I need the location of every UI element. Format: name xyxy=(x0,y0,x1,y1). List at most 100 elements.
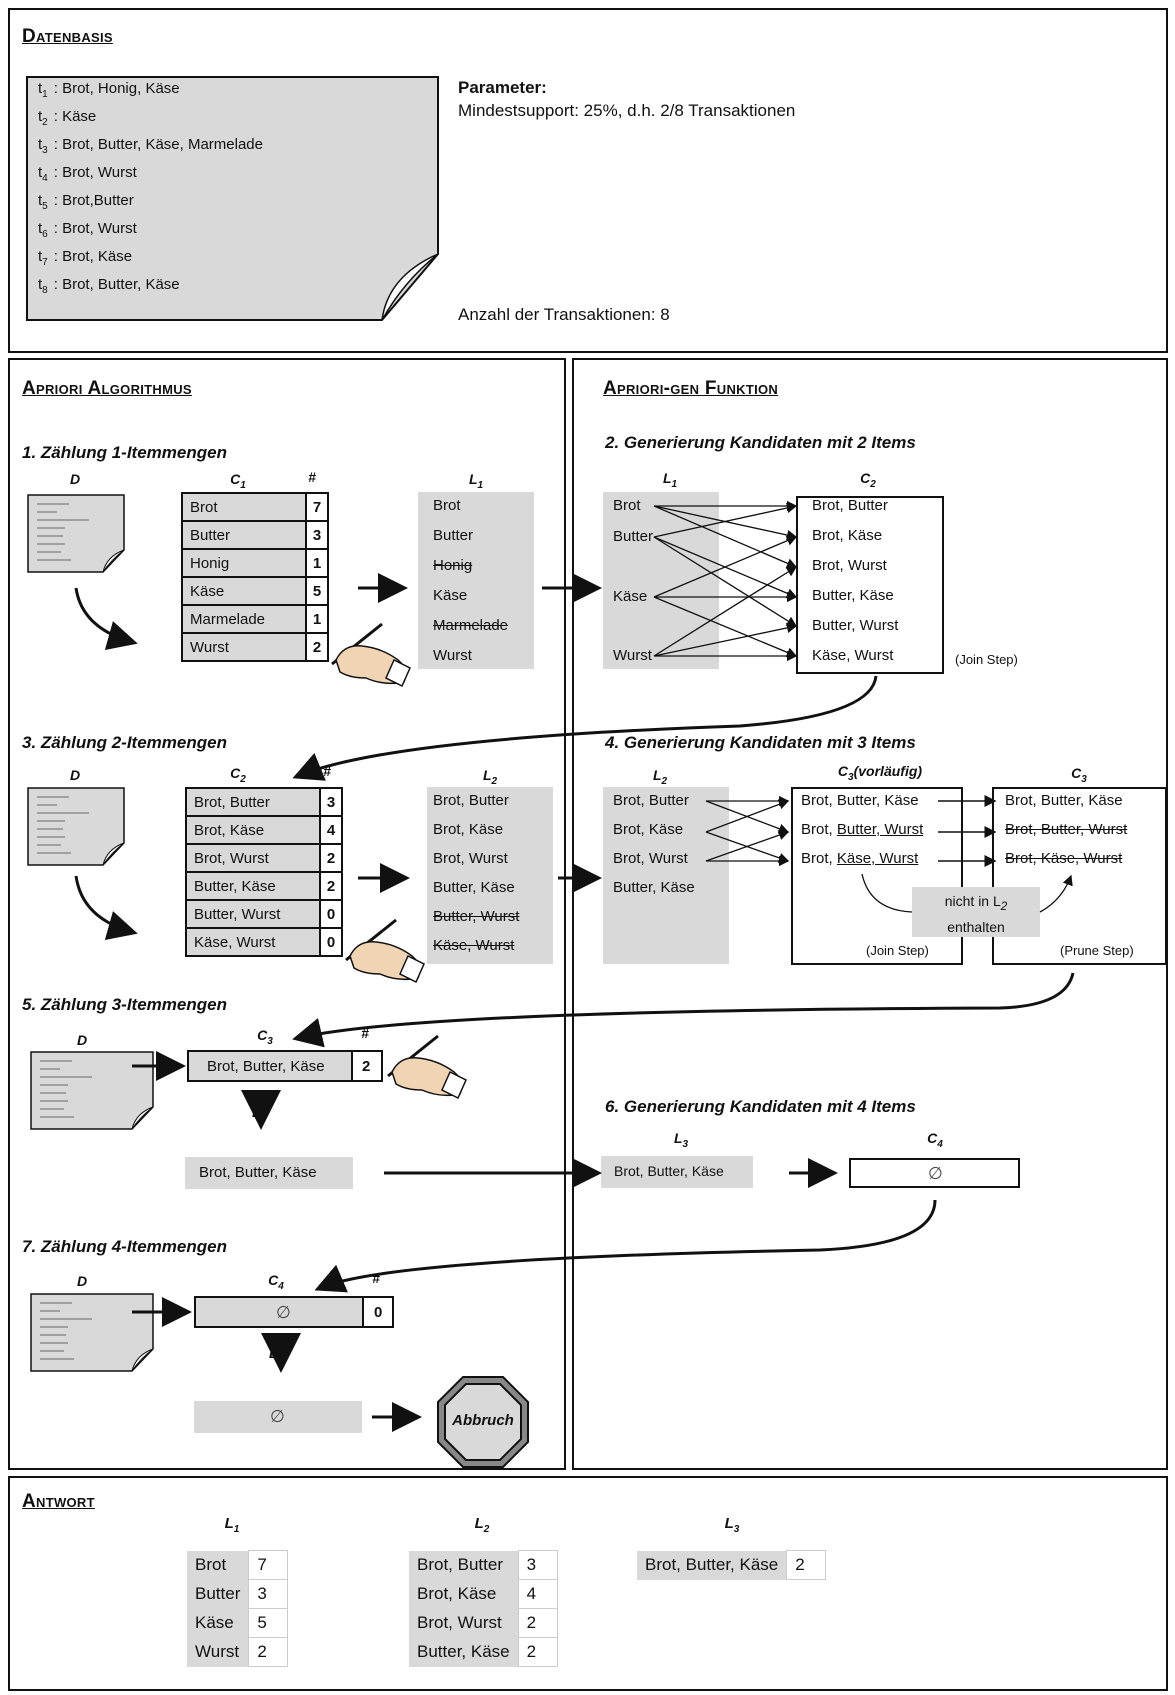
answer-count: 2 xyxy=(517,1637,558,1667)
transaction-id: t xyxy=(38,220,43,237)
count-cell: 1 xyxy=(305,604,329,634)
apriori-title: Apriori Algorithmus xyxy=(22,378,192,399)
stop-octagon-icon xyxy=(437,1376,529,1468)
count-cell: 0 xyxy=(319,899,343,929)
step3-title: 3. Zählung 2-Itemmengen xyxy=(22,733,227,752)
answer-itemset: Wurst xyxy=(187,1637,249,1667)
transaction-row: t5: Brot,Butter xyxy=(38,192,134,212)
transaction-row: t8: Brot, Butter, Käse xyxy=(38,276,180,296)
answer-count: 2 xyxy=(517,1608,558,1638)
datenbasis-title: Datenbasis xyxy=(22,26,113,47)
list-item: Brot xyxy=(433,497,461,514)
hash-label-1: # xyxy=(308,469,316,485)
pruned-item: Marmelade xyxy=(433,617,509,634)
apriori-frame xyxy=(8,358,566,1470)
transaction-id-index: 2 xyxy=(42,117,48,128)
transaction-items: : Brot,Butter xyxy=(53,192,134,209)
step7-title: 7. Zählung 4-Itemmengen xyxy=(22,1237,227,1256)
answer-count: 3 xyxy=(248,1579,289,1609)
count-cell: 3 xyxy=(319,787,343,817)
gen-l3-box: Brot, Butter, Käse xyxy=(601,1156,753,1188)
list-item: Käse xyxy=(613,588,648,605)
transaction-id: t xyxy=(38,136,43,153)
list-item: Butter, Wurst xyxy=(812,617,899,634)
gen-c2-box xyxy=(796,496,944,674)
gen-l1-bg xyxy=(603,492,719,669)
c2-label: C2 xyxy=(230,765,246,785)
c3-label: C3 xyxy=(257,1027,273,1047)
pruned-item: Brot, Käse, Wurst xyxy=(1005,850,1123,867)
itemset-cell: Brot, Käse xyxy=(185,815,321,845)
transaction-items: : Brot, Käse xyxy=(53,248,133,265)
join-step-label-1: (Join Step) xyxy=(955,652,1018,667)
prelim-itemset-row: Brot, Käse, Wurst xyxy=(801,850,918,867)
prelim-prefix: Brot, xyxy=(801,850,837,867)
transaction-sheet xyxy=(26,76,439,321)
d-label-5: D xyxy=(76,1032,88,1048)
prune-note: nicht in L2 enthalten xyxy=(912,887,1040,937)
l1-list-bg xyxy=(418,492,534,669)
itemset-cell: Brot xyxy=(181,492,307,522)
answer-count: 4 xyxy=(517,1579,558,1609)
transaction-id-index: 1 xyxy=(42,89,48,100)
itemset-cell: Käse, Wurst xyxy=(185,927,321,957)
answer-itemset: Butter xyxy=(187,1579,249,1609)
transaction-items: : Käse xyxy=(53,108,97,125)
gen-c4-label: C4 xyxy=(927,1130,943,1150)
l3-label: L3 xyxy=(251,1104,267,1124)
step1-title: 1. Zählung 1-Itemmengen xyxy=(22,443,227,462)
l3-result: Brot, Butter, Käse xyxy=(185,1157,353,1189)
transaction-id-index: 3 xyxy=(42,145,48,156)
count-cell: 5 xyxy=(305,576,329,606)
list-item: Brot, Butter, Käse xyxy=(1005,792,1123,809)
c4-count-row: ∅ xyxy=(194,1296,394,1328)
answer-itemset: Brot, Käse xyxy=(409,1579,519,1609)
answer-count: 2 xyxy=(248,1637,289,1667)
prelim-suffix: Butter, Wurst xyxy=(836,821,924,838)
list-item: Butter, Käse xyxy=(433,879,515,896)
c1-label: C1 xyxy=(230,471,246,491)
c3-count-row: Brot, Butter, Käse xyxy=(187,1050,383,1082)
list-item: Brot, Butter xyxy=(433,792,509,809)
pruned-item: Butter, Wurst xyxy=(433,908,520,925)
transaction-row: t2: Käse xyxy=(38,108,96,128)
transaction-row: t4: Brot, Wurst xyxy=(38,164,137,184)
gen-c2-label: C2 xyxy=(860,470,876,490)
gen-l3-label: L3 xyxy=(673,1130,689,1150)
step6-title: 6. Generierung Kandidaten mit 4 Items xyxy=(605,1097,916,1116)
step4-title: 4. Generierung Kandidaten mit 3 Items xyxy=(605,733,916,752)
transaction-id: t xyxy=(38,164,43,181)
answer-count: 5 xyxy=(248,1608,289,1638)
transaction-id-index: 6 xyxy=(42,229,48,240)
answer-itemset: Brot, Butter xyxy=(409,1550,519,1580)
transaction-id: t xyxy=(38,80,43,97)
gen-l2-label: L2 xyxy=(652,767,668,787)
l3-result-text: Brot, Butter, Käse xyxy=(199,1164,317,1181)
list-item: Butter xyxy=(433,527,474,544)
ans-l3-label: L3 xyxy=(724,1515,740,1535)
c4-label: C4 xyxy=(268,1272,284,1292)
d-doc-icon-3 xyxy=(27,787,125,866)
d-label-3: D xyxy=(69,767,81,783)
list-item: Brot, Käse xyxy=(433,821,504,838)
parameter-label: Parameter: xyxy=(458,78,547,97)
gen-l1-label: L1 xyxy=(662,470,678,490)
transaction-row: t1: Brot, Honig, Käse xyxy=(38,80,180,100)
list-item: Butter, Käse xyxy=(812,587,894,604)
transaction-count-text: Anzahl der Transaktionen: 8 xyxy=(458,305,670,324)
gen-l2-bg xyxy=(603,787,729,964)
answer-itemset: Brot xyxy=(187,1550,249,1580)
